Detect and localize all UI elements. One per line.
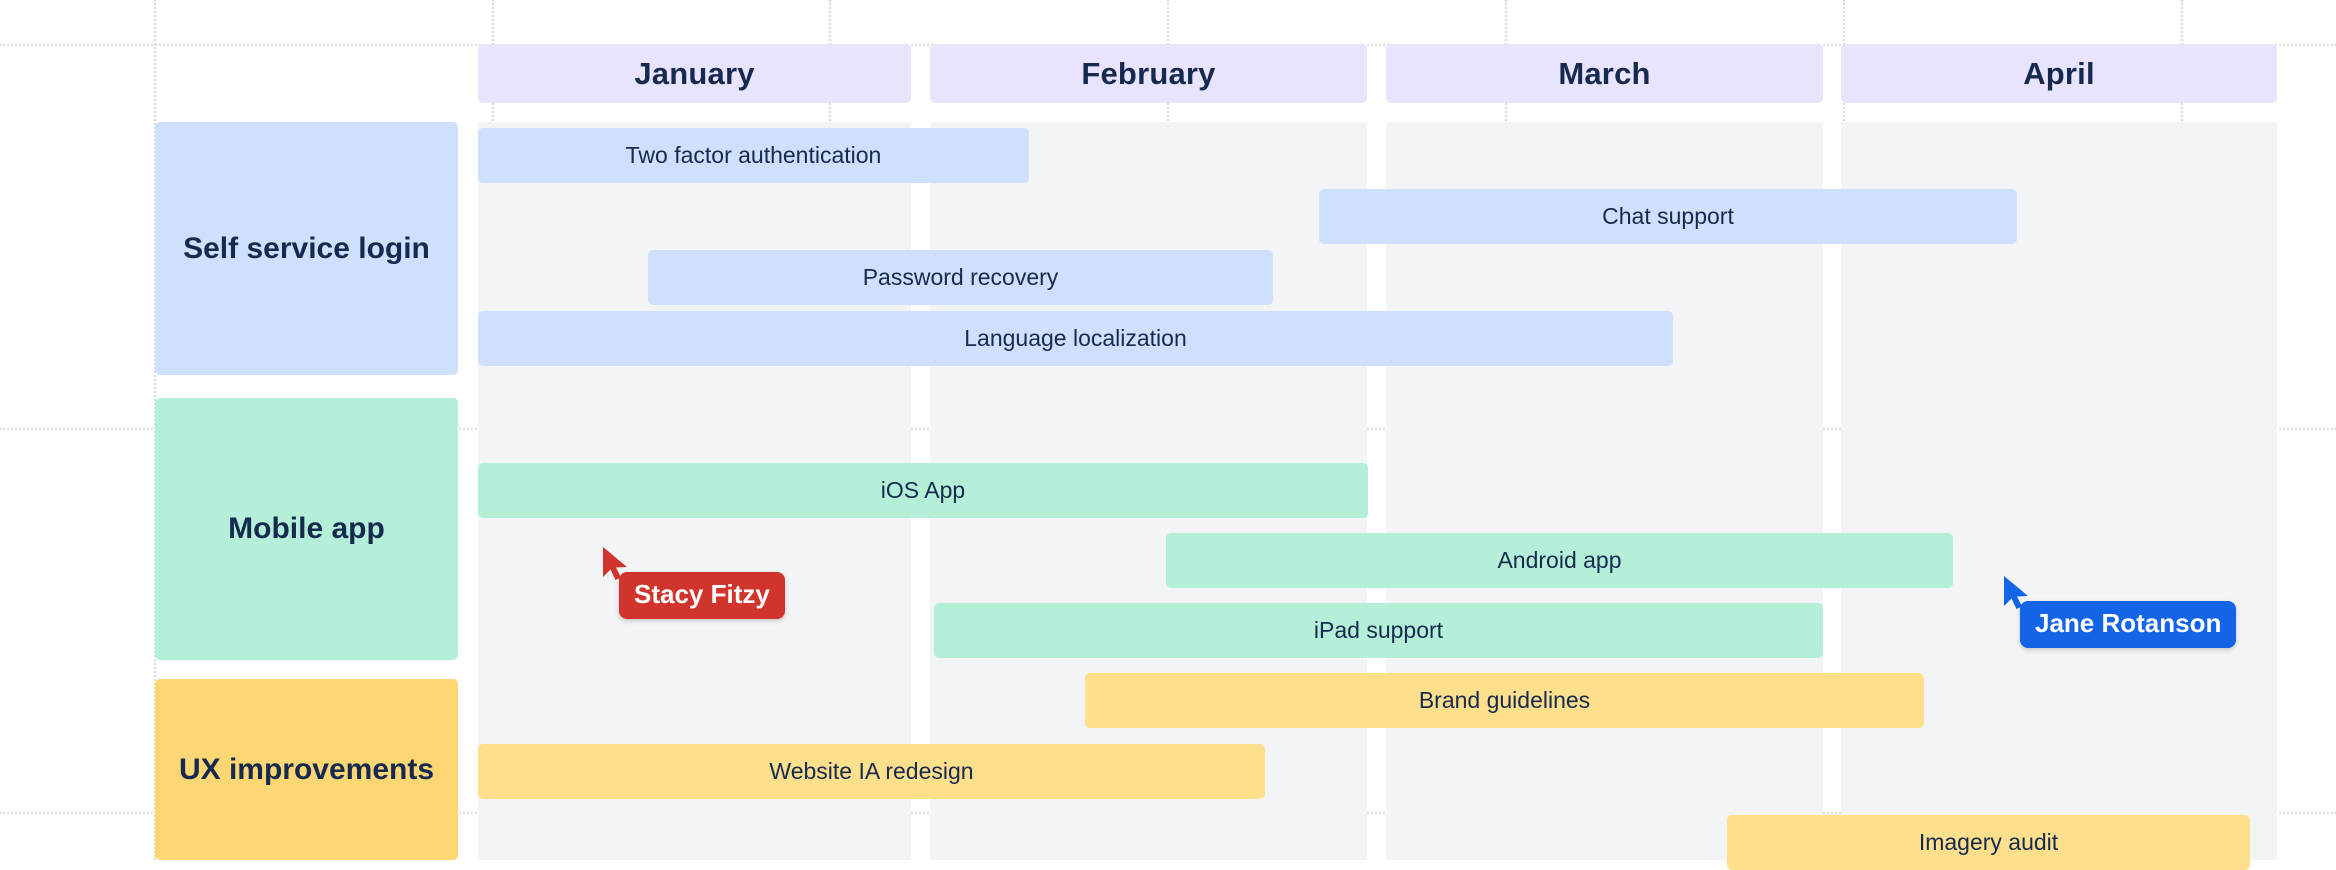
cursor-pointer-icon [603,547,627,580]
collaborator-name-chip: Stacy Fitzy [619,572,785,619]
task-bar-language-localization[interactable]: Language localization [478,311,1673,366]
swimlane-label-mobile-app[interactable]: Mobile app [155,398,458,660]
task-bar-brand-guidelines[interactable]: Brand guidelines [1085,673,1924,728]
month-header-january[interactable]: January [478,44,911,103]
task-bar-ios-app[interactable]: iOS App [478,463,1368,518]
task-bar-password-recovery[interactable]: Password recovery [648,250,1273,305]
task-bar-website-ia-redesign[interactable]: Website IA redesign [478,744,1265,799]
collaborator-name-chip: Jane Rotanson [2020,601,2237,648]
swimlane-label-self-service-login[interactable]: Self service login [155,122,458,375]
cursor-pointer-icon [2004,576,2028,609]
month-column-background-march [1386,122,1823,860]
month-column-background-april [1841,122,2277,860]
task-bar-android-app[interactable]: Android app [1166,533,1953,588]
month-header-february[interactable]: February [930,44,1367,103]
swimlane-label-ux-improvements[interactable]: UX improvements [155,679,458,860]
task-bar-ipad-support[interactable]: iPad support [934,603,1823,658]
month-header-march[interactable]: March [1386,44,1823,103]
month-header-april[interactable]: April [1841,44,2277,103]
task-bar-two-factor-authentication[interactable]: Two factor authentication [478,128,1029,183]
task-bar-imagery-audit[interactable]: Imagery audit [1727,815,2250,870]
task-bar-chat-support[interactable]: Chat support [1319,189,2017,244]
